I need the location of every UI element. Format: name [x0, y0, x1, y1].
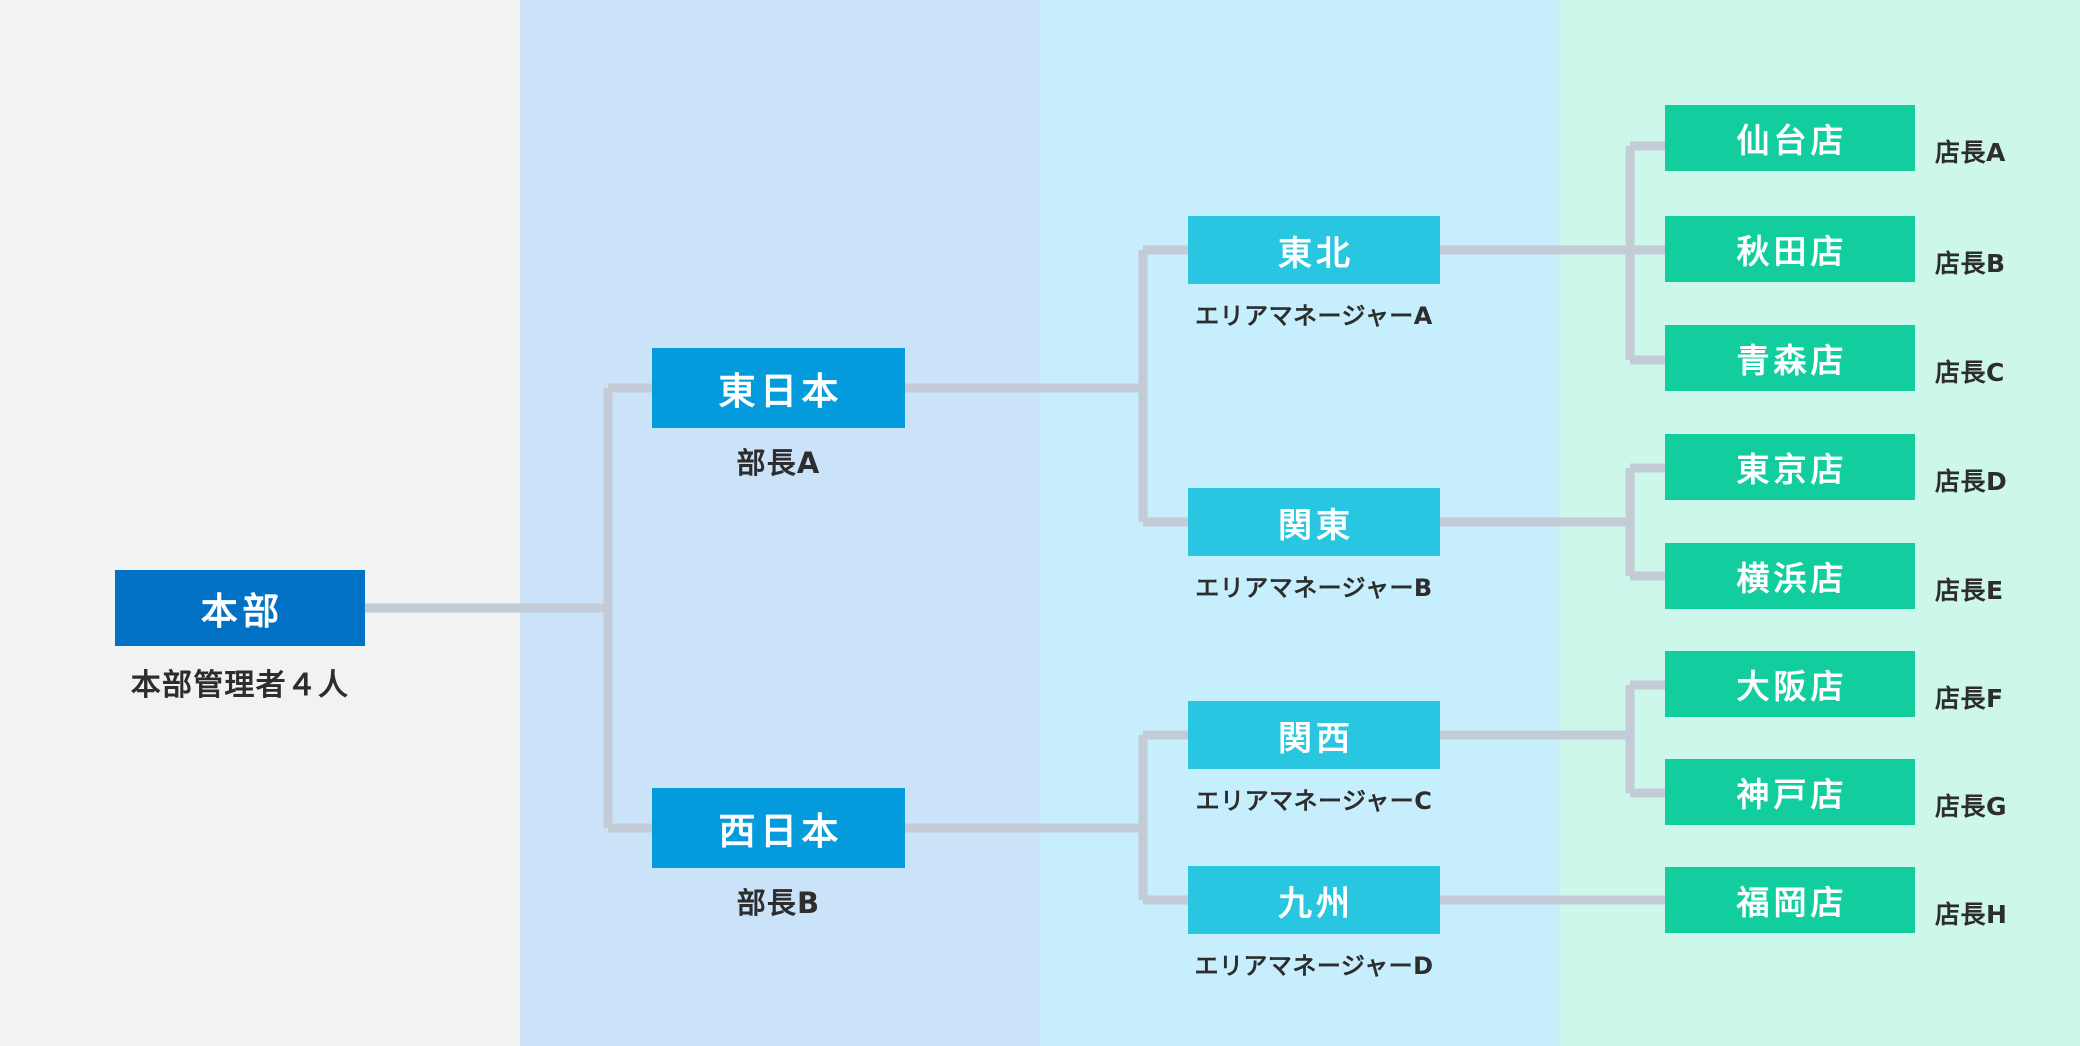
- caption-division-east: 部長A: [736, 446, 821, 480]
- node-area-tohoku[interactable]: 東北: [1188, 216, 1440, 284]
- node-area-kanto[interactable]: 関東: [1188, 488, 1440, 556]
- node-division-west[interactable]: 西日本: [652, 788, 905, 868]
- caption-store-akita: 店長B: [1935, 249, 2006, 278]
- caption-area-kansai: エリアマネージャーC: [1195, 787, 1433, 815]
- caption-area-kanto: エリアマネージャーB: [1195, 574, 1433, 602]
- node-store-tokyo[interactable]: 東京店: [1665, 434, 1915, 500]
- caption-store-aomori: 店長C: [1935, 358, 2005, 387]
- caption-headquarters: 本部管理者４人: [130, 668, 350, 703]
- node-store-aomori[interactable]: 青森店: [1665, 325, 1915, 391]
- caption-division-west: 部長B: [736, 886, 821, 920]
- caption-store-fukuoka: 店長H: [1935, 900, 2008, 929]
- caption-store-tokyo: 店長D: [1935, 467, 2008, 496]
- node-division-east[interactable]: 東日本: [652, 348, 905, 428]
- caption-store-osaka: 店長F: [1935, 684, 2004, 713]
- caption-store-kobe: 店長G: [1935, 792, 2008, 821]
- caption-area-tohoku: エリアマネージャーA: [1195, 302, 1433, 330]
- caption-store-sendai: 店長A: [1935, 138, 2006, 167]
- caption-area-kyushu: エリアマネージャーD: [1194, 952, 1434, 980]
- node-headquarters[interactable]: 本部: [115, 570, 365, 646]
- node-area-kansai[interactable]: 関西: [1188, 701, 1440, 769]
- node-store-sendai[interactable]: 仙台店: [1665, 105, 1915, 171]
- node-store-kobe[interactable]: 神戸店: [1665, 759, 1915, 825]
- node-store-osaka[interactable]: 大阪店: [1665, 651, 1915, 717]
- node-store-yokohama[interactable]: 横浜店: [1665, 543, 1915, 609]
- node-area-kyushu[interactable]: 九州: [1188, 866, 1440, 934]
- node-store-akita[interactable]: 秋田店: [1665, 216, 1915, 282]
- background-band-headquarters: [0, 0, 520, 1046]
- caption-store-yokohama: 店長E: [1935, 576, 2004, 605]
- node-store-fukuoka[interactable]: 福岡店: [1665, 867, 1915, 933]
